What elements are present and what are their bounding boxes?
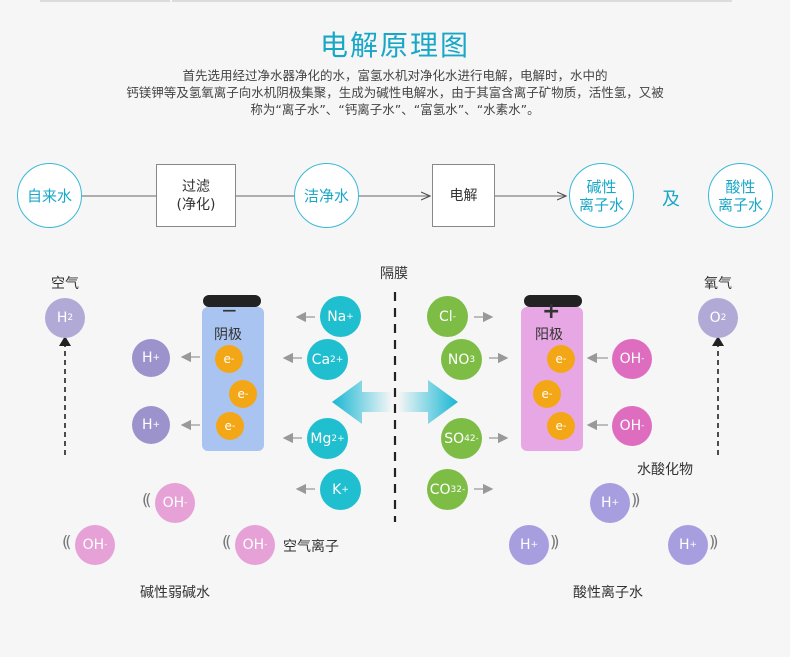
hydrogen-ion: H+	[132, 339, 170, 377]
hydroxide-ion: OH-	[612, 339, 652, 379]
chloride-ion: Cl-	[427, 296, 468, 337]
wave-icon: ((	[62, 532, 72, 551]
and-label: 及	[662, 189, 680, 210]
acidic-sublabel: 离子水	[717, 195, 763, 214]
wave-icon: ))	[709, 532, 719, 551]
oxygen-label: 氧气	[704, 276, 732, 292]
hydrogen-arrows	[180, 351, 200, 431]
alkaline-water-label: 碱性弱碱水	[140, 585, 210, 601]
air-label: 空气	[51, 276, 79, 292]
filter-label: 过滤	[182, 178, 210, 195]
electron: e-	[229, 380, 257, 408]
electron: e-	[547, 412, 575, 440]
cathode-label: 阴极	[214, 327, 242, 343]
clean-water-node: 洁净水	[294, 163, 359, 228]
wave-icon: ))	[631, 490, 641, 509]
page-title: 电解原理图	[319, 29, 470, 62]
cathode-cap	[203, 295, 261, 307]
alkaline-label: 碱性	[586, 177, 617, 196]
wave-icon: ((	[142, 490, 152, 509]
hydroxide-label: 水酸化物	[637, 462, 693, 478]
hydroxide-ion: OH-	[155, 483, 195, 523]
electron: e-	[547, 345, 575, 373]
anion-arrows	[474, 311, 509, 495]
alkaline-sublabel: 离子水	[578, 195, 624, 214]
wave-icon: ((	[222, 532, 232, 551]
anode-cap	[524, 295, 582, 307]
electron: e-	[215, 345, 243, 373]
hydroxide-ion: OH-	[75, 525, 115, 565]
acidic-label: 酸性	[725, 177, 756, 196]
hydroxide-arrows	[586, 352, 608, 431]
hydrogen-ion: H+	[668, 525, 708, 565]
filter-node: 过滤 (净化)	[156, 164, 236, 227]
filter-sublabel: (净化)	[176, 196, 216, 213]
sodium-ion: Na+	[320, 296, 361, 337]
alkaline-water-node: 碱性 离子水	[569, 163, 634, 228]
electrolysis-node: 电解	[432, 164, 495, 227]
description-line: 钙镁钾等及氢氧离子向水机阴极集聚，生成为碱性电解水，由于其富含离子矿物质，活性氢…	[126, 85, 664, 100]
hydroxide-ion: OH-	[612, 406, 652, 446]
acidic-water-label: 酸性离子水	[573, 585, 643, 601]
description-line: 首先选用经过净水器净化的水，富氢水机对净化水进行电解，电解时，水中的	[182, 68, 608, 83]
acidic-water-node: 酸性 离子水	[708, 163, 773, 228]
membrane-label: 隔膜	[380, 266, 408, 282]
wave-icon: ))	[550, 532, 560, 551]
anode-label: 阳极	[535, 327, 563, 343]
top-divider	[172, 0, 732, 2]
plus-sign: +	[542, 299, 561, 324]
cation-arrows	[282, 311, 315, 495]
hydrogen-ion: H+	[509, 525, 549, 565]
diffusion-arrow-right	[398, 380, 458, 424]
hydroxide-ion: OH-	[235, 525, 275, 565]
electron: e-	[216, 412, 244, 440]
hydrogen-ion: H+	[132, 406, 170, 444]
air-ions-label: 空气离子	[283, 539, 339, 555]
hydrogen-ion: H+	[590, 483, 630, 523]
electron: e-	[533, 380, 561, 408]
description-line: 称为“离子水”、“钙离子水”、“富氢水”、“水素水”。	[250, 102, 540, 117]
top-divider	[40, 0, 170, 2]
diffusion-arrow-left	[332, 380, 392, 424]
minus-sign: −	[221, 298, 238, 322]
tap-water-node: 自来水	[17, 163, 82, 228]
potassium-ion: K+	[320, 469, 361, 510]
